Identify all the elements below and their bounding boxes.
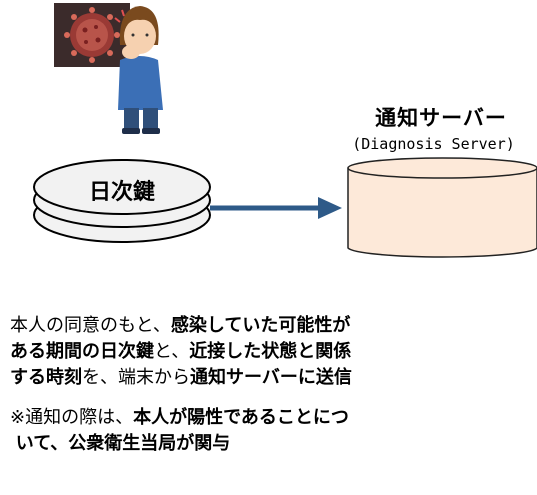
coughing-person-icon: [114, 6, 163, 134]
description-line-1: 本人の同意のもと、感染していた可能性が: [10, 315, 351, 336]
server-cylinder-icon: [347, 157, 537, 258]
server-title: 通知サーバー: [375, 106, 507, 130]
description-line-2: ある期間の日次鍵と、近接した状態と関係: [10, 341, 352, 362]
note-line-1: ※通知の際は、本人が陽性であることにつ: [10, 407, 349, 428]
key-stack: [33, 159, 211, 243]
description-paragraph: 本人の同意のもと、感染していた可能性が ある期間の日次鍵と、近接した状態と関係 …: [10, 313, 352, 391]
description-line-3: する時刻を、端末から通知サーバーに送信: [10, 367, 352, 388]
note-line-2: いて、公衆衛生当局が関与: [15, 433, 231, 454]
arrow-right-icon: [210, 197, 342, 219]
key-stack-label: 日次鍵: [88, 180, 155, 205]
server-subtitle: (Diagnosis Server): [352, 135, 515, 153]
note-paragraph: ※通知の際は、本人が陽性であることにつ いて、公衆衛生当局が関与: [10, 405, 349, 457]
virus-icon: [54, 3, 130, 67]
